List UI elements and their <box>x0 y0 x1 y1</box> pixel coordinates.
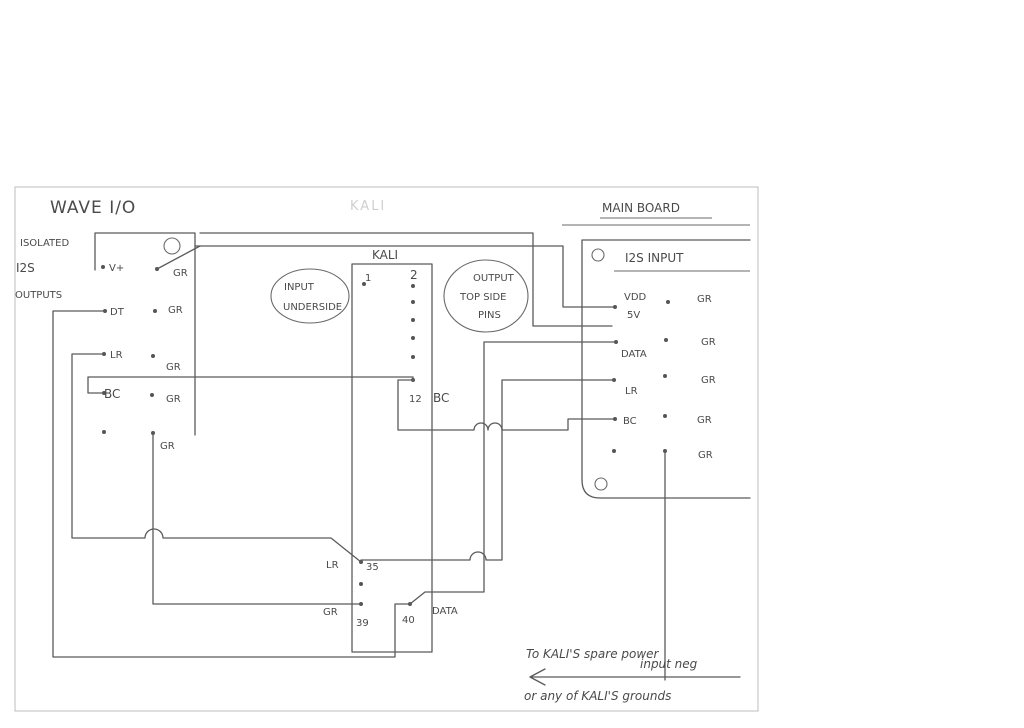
kali-pin-40-label: 40 <box>402 615 415 626</box>
wire-bc-to-kali-12 <box>87 376 414 394</box>
kali-pin-37 <box>359 582 363 586</box>
kali-pin-8 <box>411 336 415 340</box>
kali-pin-10 <box>411 355 415 359</box>
wire-gr-to-kali-39 <box>152 432 362 605</box>
footnote-line3: or any of KALI'S grounds <box>524 689 671 703</box>
kali-pin-39-label: 39 <box>356 618 369 629</box>
mb-pin-gr-3 <box>663 374 667 378</box>
wave-pin-lr-label: LR <box>110 350 123 361</box>
mb-gr-label-3: GR <box>701 375 716 386</box>
isolated-label-line1: ISOLATED <box>20 238 69 249</box>
wave-io-mount-hole <box>163 237 181 255</box>
wave-gr-label-1: GR <box>173 268 188 279</box>
kali-faint-title: KALI <box>350 199 386 214</box>
mb-pin-gr-2 <box>664 338 668 342</box>
paper-sheet <box>14 186 759 712</box>
kali-pin-35-label: 35 <box>366 562 379 573</box>
main-board-hole-bottom <box>594 477 608 491</box>
mb-pin-gr-1 <box>666 300 670 304</box>
mb-gr-label-2: GR <box>701 337 716 348</box>
wire-kali-lr-to-mb-lr <box>360 379 615 561</box>
wave-io-outline <box>94 232 196 436</box>
main-board-subtitle: I2S INPUT <box>625 251 684 265</box>
mb-pin-lr-label: LR <box>625 386 638 397</box>
wave-pin-gr-3 <box>151 354 155 358</box>
mb-pin-vdd-volt: 5V <box>627 310 640 321</box>
wire-kali-bc-to-mb-bc <box>397 379 616 431</box>
mb-gr-label-4: GR <box>697 415 712 426</box>
footnote-line2: input neg <box>640 657 698 671</box>
input-note-line1: INPUT <box>284 282 315 293</box>
wire-gr-top-rail <box>156 232 613 327</box>
wire-vplus-to-vdd <box>194 245 616 308</box>
mb-pin-data-label: DATA <box>621 349 647 360</box>
wave-pin-vplus-label: V+ <box>109 263 124 274</box>
kali-pin-12-label: 12 <box>409 394 422 405</box>
mb-pin-vdd-label: VDD <box>624 292 647 303</box>
wave-pin-gr-4 <box>150 393 154 397</box>
kali-pin-6 <box>411 318 415 322</box>
kali-lr-label: LR <box>326 560 339 571</box>
wave-pin-spare <box>102 430 106 434</box>
kali-gr-label: GR <box>323 607 338 618</box>
footnote-line1: To KALI'S spare power <box>526 647 660 661</box>
kali-bc-label: BC <box>433 391 449 405</box>
kali-pin-4 <box>411 300 415 304</box>
wire-dt-to-kali-40 <box>52 310 411 658</box>
mb-gr-label-1: GR <box>697 294 712 305</box>
wave-pin-dt-label: DT <box>110 307 125 318</box>
wave-pin-vplus <box>101 265 105 269</box>
kali-pin-2 <box>411 284 415 288</box>
input-underside-callout <box>270 268 350 324</box>
mb-pin-bc-label: BC <box>623 416 637 427</box>
ground-arrow <box>529 668 741 686</box>
wave-pin-gr-2 <box>153 309 157 313</box>
wave-gr-label-4: GR <box>166 394 181 405</box>
wave-pin-bc-label: BC <box>104 387 120 401</box>
main-board: MAIN BOARD I2S INPUT VDD 5V DATA LR BC G… <box>562 201 751 499</box>
kali-data-label: DATA <box>432 606 458 617</box>
kali-title: KALI <box>372 248 398 262</box>
wave-io-title: WAVE I/O <box>50 198 136 218</box>
main-board-hole-top <box>591 248 605 262</box>
output-note-line2: TOP SIDE <box>459 292 507 303</box>
wave-io-board: WAVE I/O ISOLATED I2S OUTPUTS V+ DT LR B… <box>15 198 196 452</box>
isolated-label-line2: I2S <box>16 261 35 275</box>
output-note-line3: PINS <box>478 310 501 321</box>
wire-kali-data-to-mb-data <box>409 341 617 605</box>
wave-gr-label-3: GR <box>166 362 181 373</box>
kali-board: KALI KALI 1 2 12 BC LR 35 GR 39 40 DATA … <box>270 199 529 653</box>
wiring <box>52 232 741 686</box>
mb-pin-spare <box>612 449 616 453</box>
isolated-label-line3: OUTPUTS <box>15 290 62 301</box>
mb-gr-label-5: GR <box>698 450 713 461</box>
main-board-title: MAIN BOARD <box>602 201 680 215</box>
kali-pin-2-label: 2 <box>410 268 418 282</box>
kali-outline <box>351 263 433 653</box>
main-board-outline <box>581 239 751 499</box>
kali-pin-1 <box>362 282 366 286</box>
wave-gr-label-5: GR <box>160 441 175 452</box>
input-note-line2: UNDERSIDE <box>283 302 342 313</box>
kali-pin-1-label: 1 <box>365 273 371 284</box>
output-topside-callout <box>443 259 529 333</box>
output-note-line1: OUTPUT <box>473 273 515 284</box>
wave-gr-label-2: GR <box>168 305 183 316</box>
mb-pin-gr-4 <box>663 414 667 418</box>
